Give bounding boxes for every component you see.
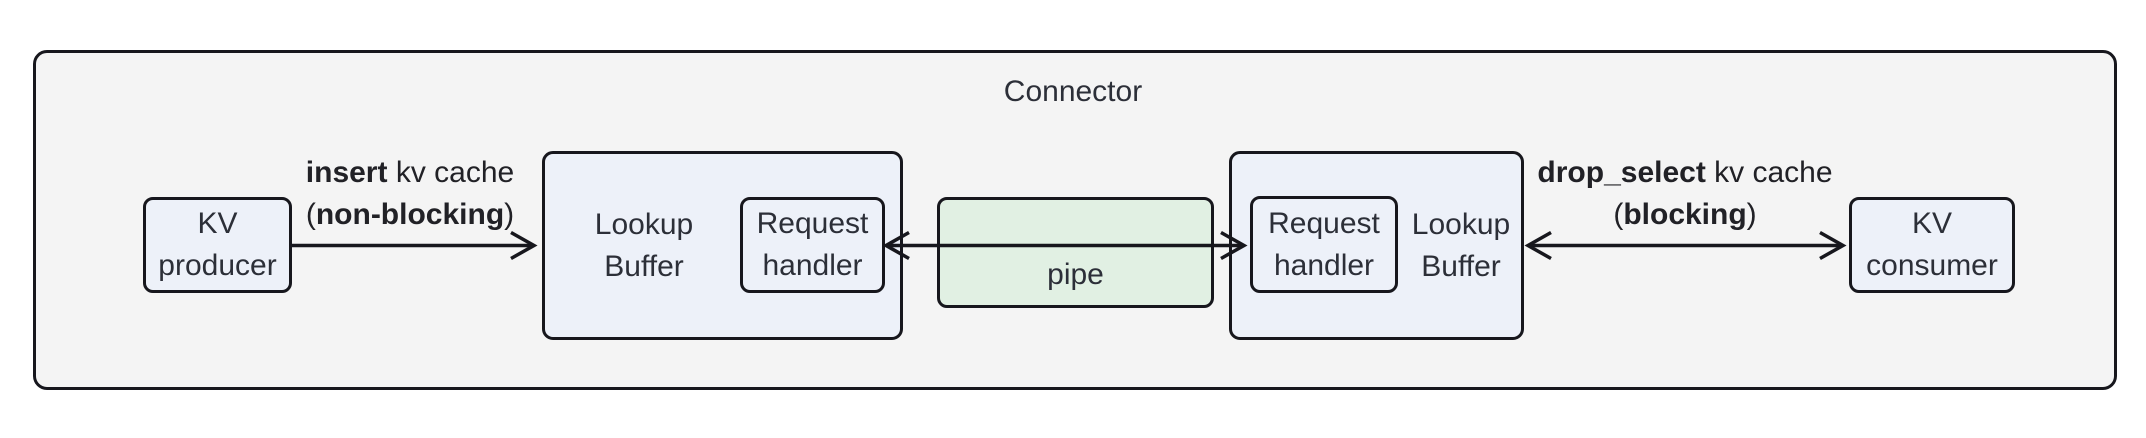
kv-consumer-node: KV consumer xyxy=(1849,197,2015,293)
lookup-buffer-right-node: Request handler Lookup Buffer xyxy=(1229,151,1524,340)
kv-consumer-label-line1: KV xyxy=(1911,207,1953,240)
pipe-label: pipe xyxy=(1047,258,1104,291)
pipe-node: pipe xyxy=(937,197,1214,308)
blocking-keyword: blocking xyxy=(1623,198,1747,231)
lookup-buffer-left-node: Lookup Buffer Request handler xyxy=(542,151,903,340)
drop-select-edge-label-line2: (blocking) xyxy=(1613,198,1757,231)
drop-select-edge-label: drop_select kv cache (blocking) xyxy=(1500,152,1870,236)
kv-producer-label-line2: producer xyxy=(158,249,277,282)
insert-edge-label-line1: insert kv cache xyxy=(305,156,515,189)
drop-select-keyword: drop_select xyxy=(1537,156,1706,189)
request-handler-left-node: Request handler xyxy=(740,197,885,293)
drop-select-edge-label-line1: drop_select kv cache xyxy=(1537,156,1833,189)
kv-producer-label-line1: KV xyxy=(197,207,238,240)
kv-producer-node: KV producer xyxy=(143,197,292,293)
insert-edge-label-line2: (non-blocking) xyxy=(305,198,515,231)
insert-edge-label: insert kv cache (non-blocking) xyxy=(248,152,572,236)
lookup-buffer-right-label: Lookup Buffer xyxy=(1411,207,1511,283)
request-handler-right-node: Request handler xyxy=(1250,196,1398,293)
lookup-buffer-left-label: Lookup Buffer xyxy=(594,207,694,283)
insert-keyword: insert xyxy=(305,156,388,189)
kv-consumer-label-line2: consumer xyxy=(1866,249,1998,282)
connector-title: Connector xyxy=(1003,75,1143,108)
non-blocking-keyword: non-blocking xyxy=(315,198,505,231)
